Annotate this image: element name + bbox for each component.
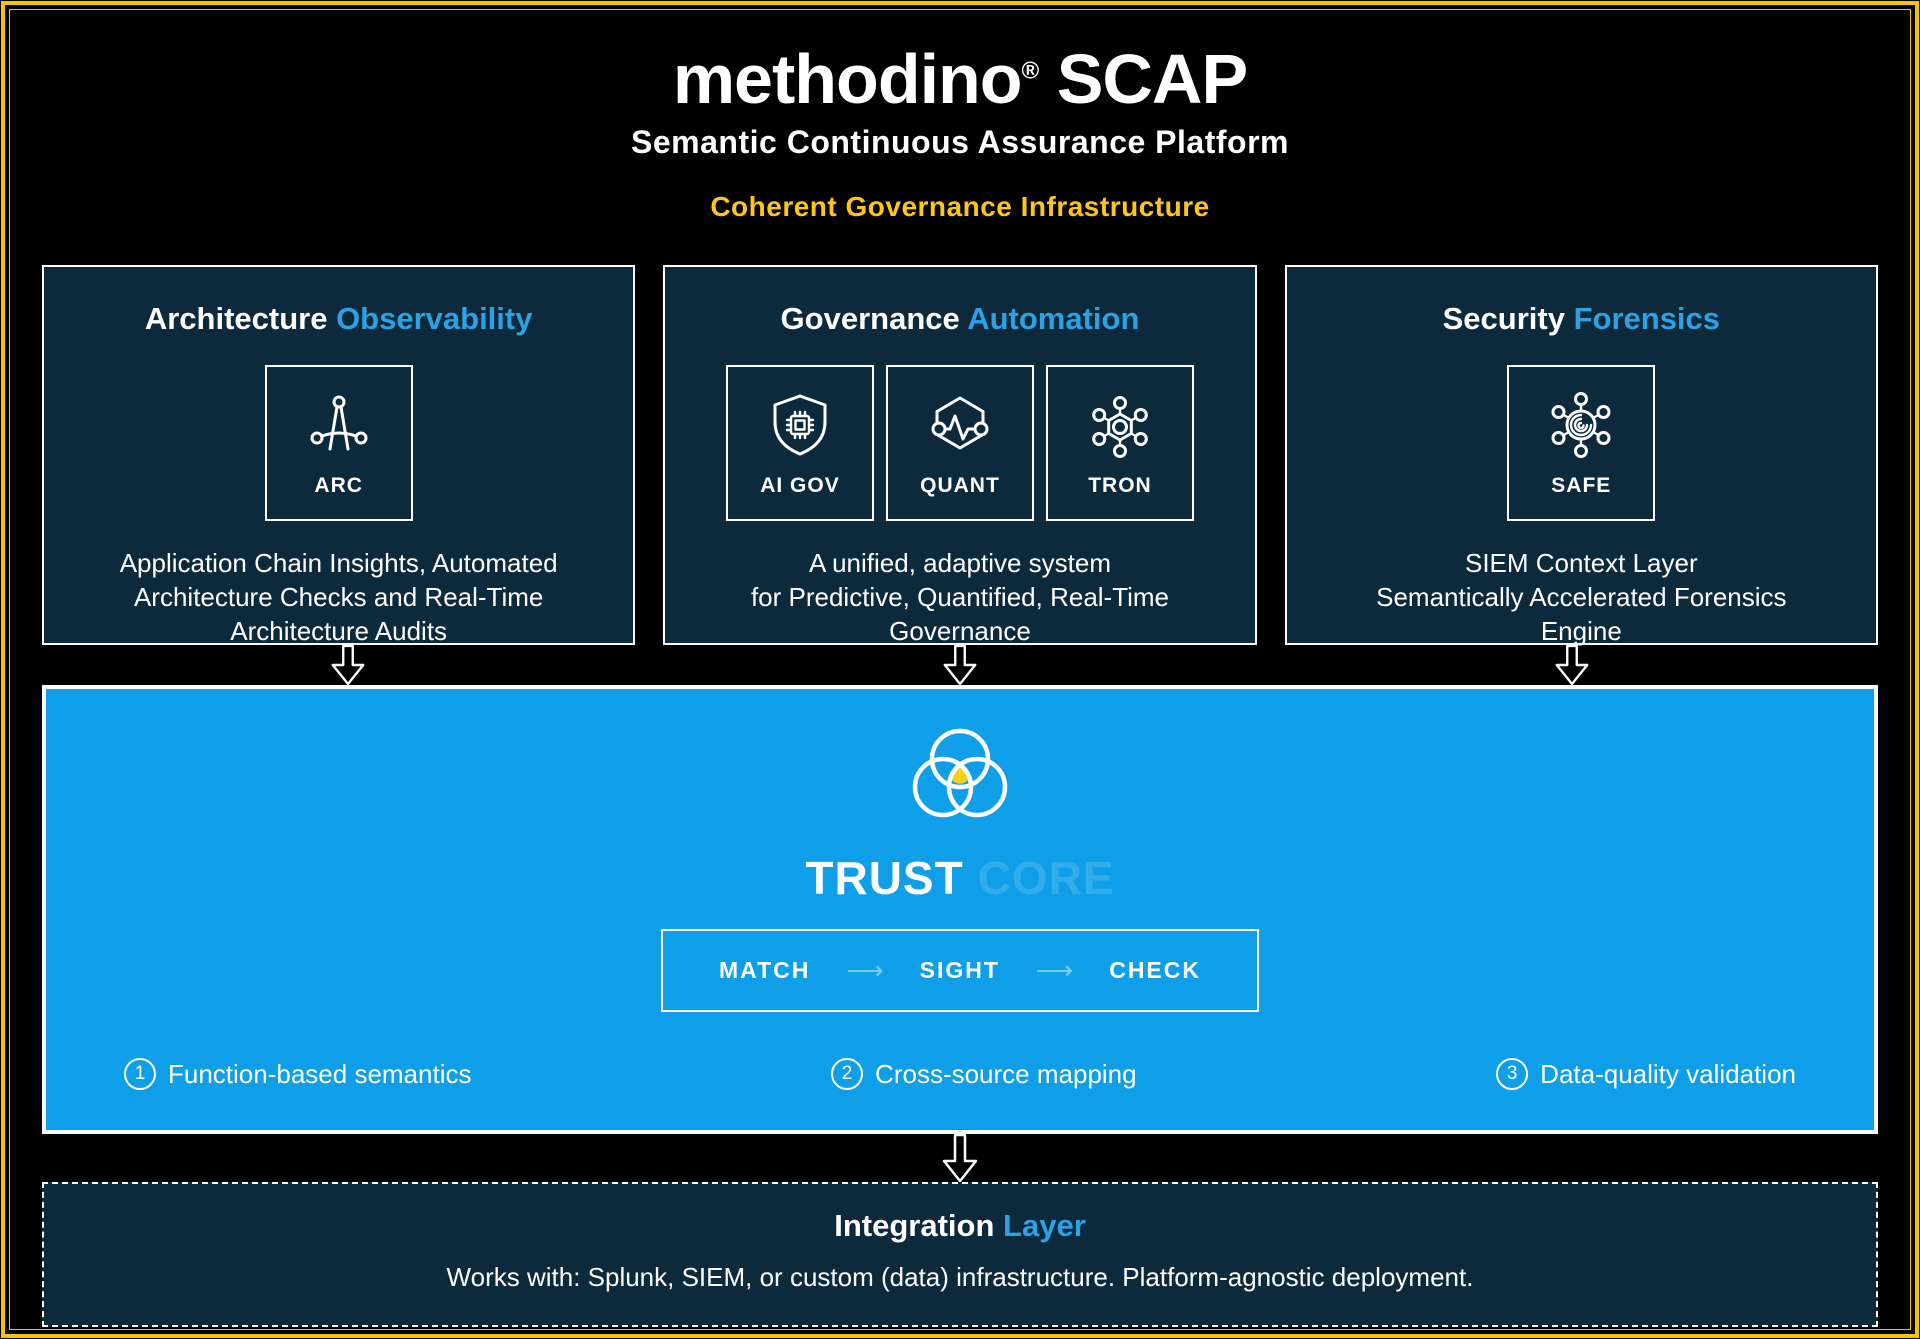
platform-subtitle: Semantic Continuous Assurance Platform [631, 124, 1289, 160]
product-name: SCAP [1056, 40, 1248, 118]
feature-label: Function-based semantics [168, 1058, 472, 1089]
circled-number-icon: 3 [1496, 1058, 1529, 1090]
integration-title-white: Integration [834, 1208, 995, 1243]
pipeline-step-sight: SIGHT [919, 957, 1000, 983]
trust-title-ghost: CORE [977, 852, 1115, 904]
card-title-white: Governance [780, 301, 960, 336]
card-title-blue: Forensics [1573, 301, 1721, 336]
integration-description: Works with: Splunk, SIEM, or custom (dat… [446, 1262, 1474, 1292]
drafting-compass-icon [303, 389, 375, 466]
venn-diagram-icon [46, 719, 1874, 839]
down-arrow-icon [42, 645, 654, 685]
card-title-blue: Observability [336, 301, 533, 336]
trust-to-integration-arrow [0, 1134, 1920, 1182]
registered-mark: ® [1021, 57, 1040, 85]
module-row: AI GOV QUANT [665, 365, 1254, 521]
module-row: ARC [44, 365, 633, 521]
integration-title-blue: Layer [1003, 1208, 1086, 1243]
shield-chip-icon [764, 389, 836, 466]
card-description: A unified, adaptive system for Predictiv… [750, 548, 1170, 646]
network-nodes-icon [1084, 389, 1156, 466]
module-quant: QUANT [885, 365, 1034, 521]
integration-title: Integration Layer [44, 1208, 1876, 1244]
card-title: Architecture Observability [44, 301, 633, 337]
right-arrow-icon: ⟶ [1035, 955, 1074, 985]
down-arrow-icon [1266, 645, 1878, 685]
capability-cards: Architecture Observability ARC [42, 265, 1878, 646]
card-title-white: Architecture [144, 301, 328, 336]
hexagon-pulse-icon [924, 389, 996, 466]
module-arc: ARC [264, 365, 413, 521]
feature-cross-source-mapping: 2 Cross-source mapping [831, 1058, 1137, 1090]
module-safe: SAFE [1507, 365, 1656, 521]
module-label: ARC [314, 473, 363, 497]
module-ai-gov: AI GOV [725, 365, 874, 521]
trust-title-main: TRUST [805, 852, 964, 904]
card-title-blue: Automation [967, 301, 1140, 336]
card-title: Security Forensics [1287, 301, 1876, 337]
feature-label: Data-quality validation [1540, 1058, 1796, 1089]
card-to-trust-arrows [42, 645, 1878, 685]
module-row: SAFE [1287, 365, 1876, 521]
trust-features: 1 Function-based semantics 2 Cross-sourc… [46, 1058, 1874, 1090]
card-governance-automation: Governance Automation AI GOV [663, 265, 1257, 646]
down-arrow-icon [654, 645, 1266, 685]
circled-number-icon: 1 [124, 1058, 156, 1090]
card-architecture-observability: Architecture Observability ARC [42, 265, 636, 646]
card-description: SIEM Context Layer Semantically Accelera… [1376, 548, 1787, 646]
brand-title: methodino® SCAP [0, 44, 1920, 114]
module-label: AI GOV [760, 473, 840, 497]
pipeline-box: MATCH ⟶ SIGHT ⟶ CHECK [661, 929, 1259, 1012]
brand-name: methodino [672, 40, 1023, 118]
card-security-forensics: Security Forensics [1284, 265, 1878, 646]
header: methodino® SCAP Semantic Continuous Assu… [0, 0, 1920, 223]
feature-data-quality-validation: 3 Data-quality validation [1496, 1058, 1796, 1090]
pipeline-step-check: CHECK [1109, 957, 1201, 983]
module-label: QUANT [920, 473, 1000, 497]
card-title: Governance Automation [665, 301, 1254, 337]
card-description: Application Chain Insights, Automated Ar… [119, 548, 558, 646]
down-arrow-icon [940, 1134, 980, 1182]
card-title-white: Security [1442, 301, 1565, 336]
feature-label: Cross-source mapping [875, 1058, 1137, 1089]
gold-tagline: Coherent Governance Infrastructure [710, 191, 1210, 222]
module-tron: TRON [1045, 365, 1194, 521]
module-label: TRON [1088, 473, 1152, 497]
module-label: SAFE [1551, 473, 1612, 497]
right-arrow-icon: ⟶ [846, 955, 884, 985]
integration-layer-panel: Integration Layer Works with: Splunk, SI… [42, 1182, 1878, 1327]
feature-function-semantics: 1 Function-based semantics [124, 1058, 471, 1090]
pipeline-step-match: MATCH [719, 957, 811, 983]
circled-number-icon: 2 [831, 1058, 864, 1090]
fingerprint-network-icon [1545, 389, 1617, 466]
